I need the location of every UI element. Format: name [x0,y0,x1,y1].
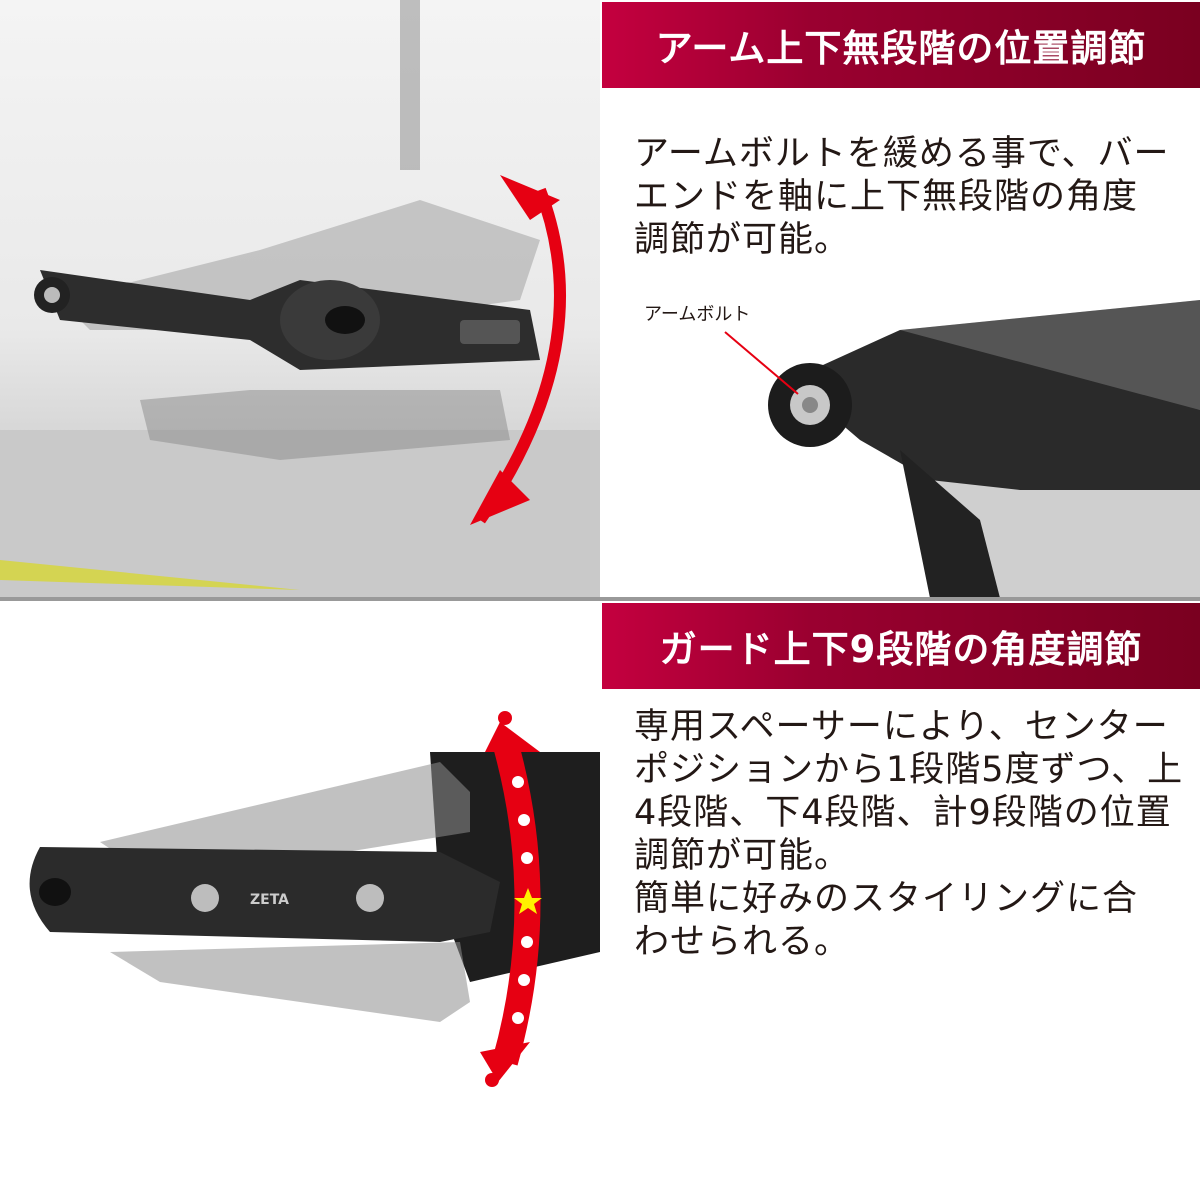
arm-bolt-callout-label: アームボルト [644,304,751,325]
center-position-star-icon [514,888,542,914]
section1-title-banner: アーム上下無段階の位置調節 [602,2,1200,88]
section1-title: アーム上下無段階の位置調節 [655,27,1147,70]
desc-line: 調節が可能。 [634,220,851,260]
zeta-logo: ZETA [250,892,289,908]
arm-adjustment-photo [0,0,600,598]
guard-adjustment-photo: ZETA [0,602,600,1200]
guard-illustration: ZETA [29,711,600,1087]
section2-title-banner: ガード上下9段階の角度調節 [602,603,1200,689]
arm-illustration [0,0,600,598]
arm-bolt-illustration [724,300,1200,598]
desc-line: 4段階、下4段階、計9段階の位置 [634,793,1172,833]
section1-description: アームボルトを緩める事で、バー エンドを軸に上下無段階の角度 調節が可能。 [634,133,1169,262]
section2-title: ガード上下9段階の角度調節 [659,628,1143,671]
arm-bolt-photo [600,290,1200,598]
desc-line: アームボルトを緩める事で、バー [634,134,1170,174]
section-divider [0,597,1200,601]
desc-line: 簡単に好みのスタイリングに合 [634,879,1139,919]
section2-description: 専用スペーサーにより、センター ポジションから1段階5度ずつ、上 4段階、下4段… [634,706,1183,964]
desc-line: 調節が可能。 [634,836,851,876]
desc-line: 専用スペーサーにより、センター [634,707,1169,747]
desc-line: わせられる。 [634,922,851,962]
desc-line: ポジションから1段階5度ずつ、上 [634,750,1184,790]
desc-line: エンドを軸に上下無段階の角度 [634,177,1139,217]
